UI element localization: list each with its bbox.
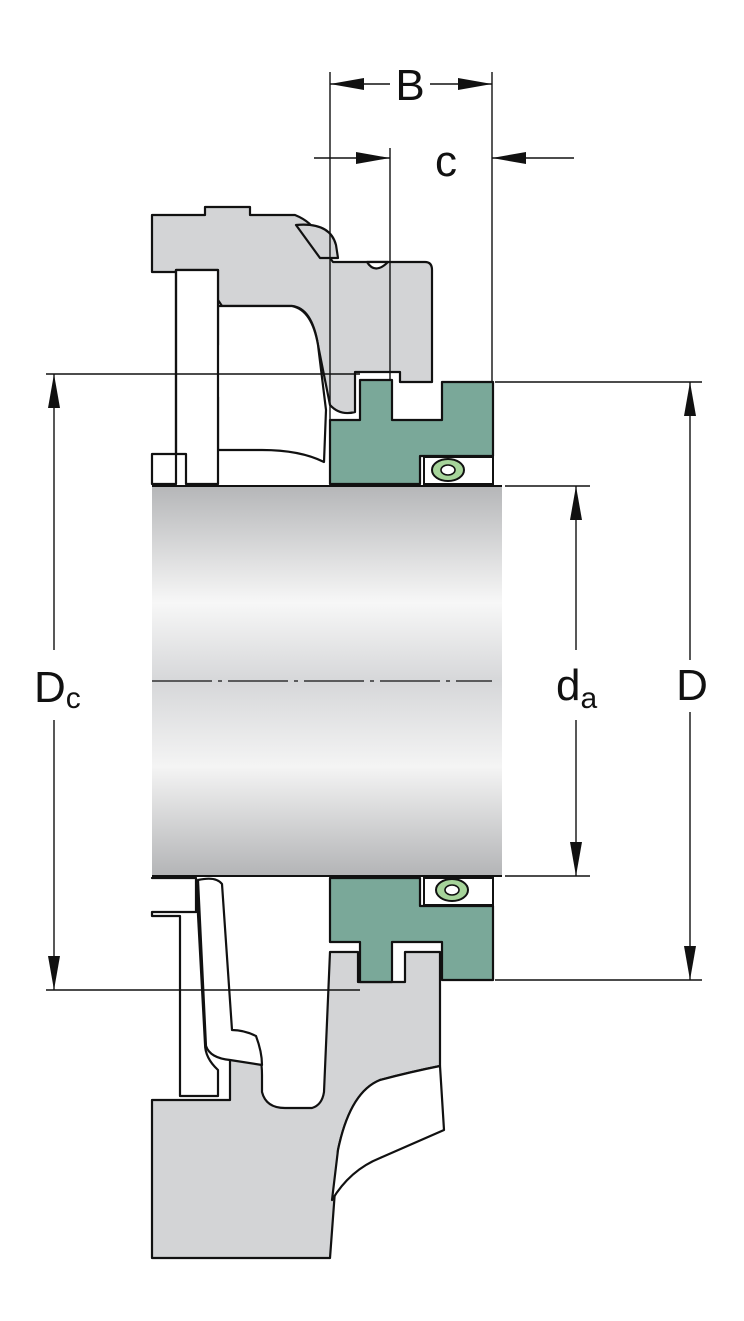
upper-housing-notch xyxy=(365,260,390,270)
upper-seal-ring xyxy=(328,378,495,486)
dimension-da xyxy=(505,485,590,877)
label-da-main: d xyxy=(556,661,580,710)
lower-housing-lip xyxy=(196,877,264,1067)
label-c: c xyxy=(435,137,457,186)
lower-housing-flank xyxy=(330,1064,446,1202)
label-dc-main: D xyxy=(34,663,66,712)
lower-seal-ring xyxy=(328,876,495,984)
upper-o-ring-core xyxy=(440,464,456,476)
label-da: da xyxy=(556,661,597,715)
dimension-c xyxy=(314,148,574,380)
upper-housing-spacer xyxy=(150,268,220,486)
lower-o-ring-core xyxy=(444,884,460,896)
label-dc: Dc xyxy=(34,663,81,715)
label-d: D xyxy=(676,661,708,710)
label-b: B xyxy=(395,61,424,110)
label-da-sub: a xyxy=(580,682,597,715)
dimension-d xyxy=(495,381,702,981)
label-dc-sub: c xyxy=(66,682,81,715)
dimension-b xyxy=(329,72,493,420)
dimension-dc xyxy=(46,373,360,991)
